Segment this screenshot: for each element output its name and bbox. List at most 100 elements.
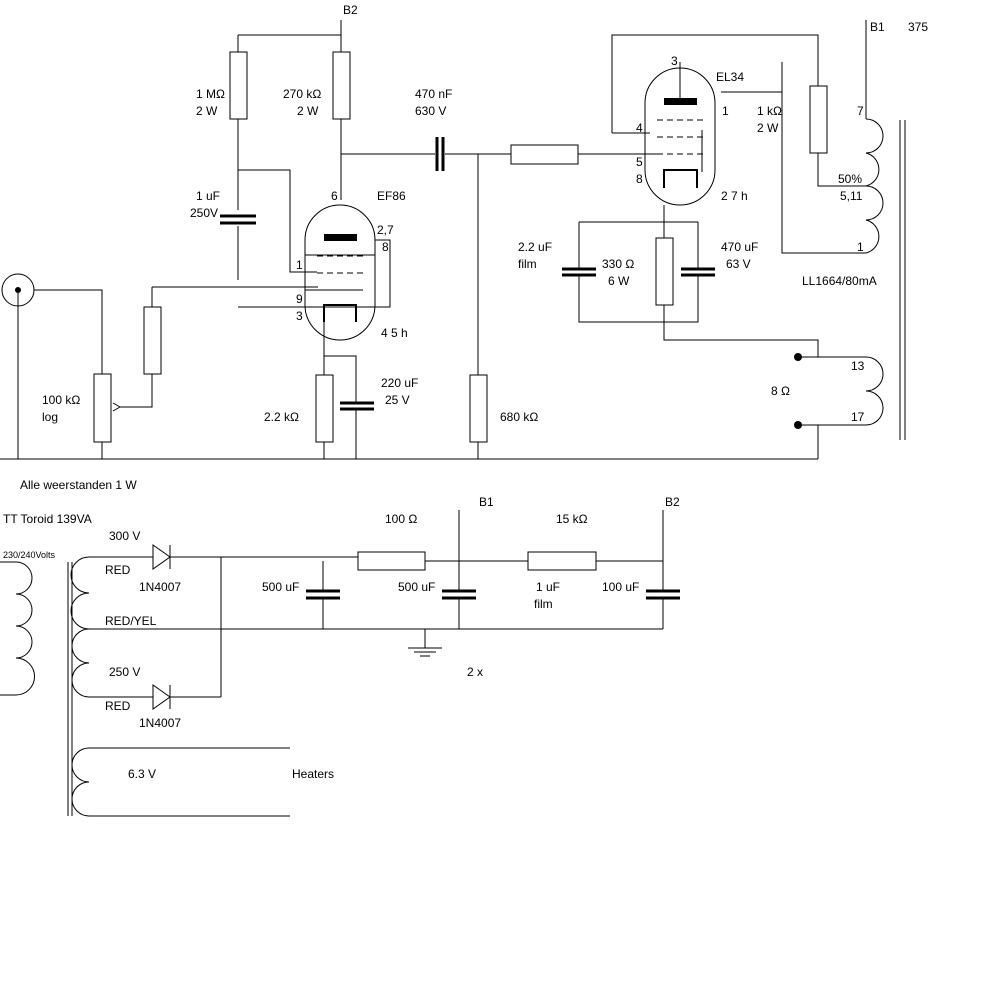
ef86-tube — [304, 204, 376, 341]
psu-sec2-lead: RED — [105, 699, 131, 713]
psu-sec2-voltage: 250 V — [109, 665, 140, 679]
resistor-1m — [229, 51, 248, 120]
psu-center-lead: RED/YEL — [105, 614, 157, 628]
psu-resistor-100 — [357, 551, 426, 571]
label-pot-value: 100 kΩ — [42, 393, 80, 407]
resistor-680k — [469, 374, 488, 443]
power-transformer — [0, 556, 90, 817]
label-2k2: 2.2 kΩ — [264, 410, 299, 424]
ef86-heater: 4 5 h — [381, 326, 408, 340]
label-470n-voltage: 630 V — [415, 104, 446, 118]
psu-rail-b2: B2 — [665, 495, 680, 509]
resistor-270k — [332, 51, 351, 120]
cap-470n — [435, 137, 445, 171]
pot-wiper-arrow — [112, 402, 121, 412]
psu-heater-voltage: 6.3 V — [128, 767, 156, 781]
psu-transformer-name: TT Toroid 139VA — [3, 512, 92, 526]
output-transformer — [794, 118, 906, 440]
ef86-pin-3: 3 — [296, 309, 303, 323]
label-330-power: 6 W — [608, 274, 630, 288]
label-1m-value: 1 MΩ — [196, 87, 225, 101]
label-1k-value: 1 kΩ — [757, 104, 782, 118]
ot-taps: 5,11 — [840, 189, 863, 203]
psu-components — [152, 544, 680, 710]
label-2u2-value: 2.2 uF — [518, 240, 552, 254]
diode-1 — [152, 544, 171, 570]
ot-tap-percent: 50% — [838, 172, 862, 186]
label-1u-value: 1 uF — [196, 189, 220, 203]
cap-220u — [340, 401, 374, 411]
potentiometer-100k — [93, 373, 112, 443]
cap-2u2 — [562, 267, 596, 277]
resistor-1k — [809, 85, 828, 154]
el34-pin-1: 1 — [722, 104, 729, 118]
resistor-2k2 — [315, 374, 334, 443]
amplifier-wiring — [0, 20, 867, 460]
psu-rail-b1: B1 — [479, 495, 494, 509]
psu-c3-type: film — [534, 597, 553, 611]
ot-pin-17: 17 — [851, 410, 865, 424]
resistor-2k7-input — [143, 306, 162, 375]
label-220u-value: 220 uF — [381, 376, 418, 390]
el34-tube — [644, 62, 716, 206]
label-470u-voltage: 63 V — [726, 257, 751, 271]
rail-label-b1: B1 — [870, 20, 885, 34]
psu-r2-value: 15 kΩ — [556, 512, 588, 526]
labels: B2 B1 375 1 MΩ 2 W 270 kΩ 2 W 470 nF 630… — [3, 3, 928, 781]
ef86-name: EF86 — [377, 189, 406, 203]
psu-c3-value: 1 uF — [536, 580, 560, 594]
input-jack[interactable] — [1, 273, 35, 307]
cap-1u — [220, 214, 256, 225]
label-680k: 680 kΩ — [500, 410, 538, 424]
ef86-pin-6: 6 — [331, 189, 338, 203]
psu-cap-c1 — [306, 589, 340, 600]
psu-resistor-15k — [527, 551, 597, 571]
psu-c2-value: 500 uF — [398, 580, 435, 594]
psu-sec1-lead: RED — [105, 563, 131, 577]
resistor-2k7-grid — [510, 144, 579, 165]
label-470u-value: 470 uF — [721, 240, 758, 254]
label-2u2-type: film — [518, 257, 537, 271]
el34-pin-5: 5 — [636, 155, 643, 169]
label-1k-power: 2 W — [757, 121, 779, 135]
ef86-pin-9: 9 — [296, 292, 303, 306]
speaker-terminal-minus — [794, 421, 802, 429]
capacitors — [220, 137, 715, 411]
el34-pin-3: 3 — [671, 54, 678, 68]
label-220u-voltage: 25 V — [385, 393, 410, 407]
psu-diode1: 1N4007 — [139, 580, 181, 594]
el34-pin-8: 8 — [636, 172, 643, 186]
resistors — [93, 51, 828, 443]
ef86-pin-1: 1 — [296, 258, 303, 272]
psu-cap-c4 — [646, 589, 680, 600]
label-1m-power: 2 W — [196, 104, 218, 118]
label-270k-power: 2 W — [297, 104, 319, 118]
diode-2 — [152, 684, 171, 710]
el34-heater: 2 7 h — [721, 189, 748, 203]
ot-pin-1: 1 — [857, 240, 864, 254]
label-pot-taper: log — [42, 410, 58, 424]
ot-pin-13: 13 — [851, 359, 865, 373]
label-470n-value: 470 nF — [415, 87, 452, 101]
psu-heaters: Heaters — [292, 767, 334, 781]
note-resistors: Alle weerstanden 1 W — [20, 478, 137, 492]
psu-sec1-voltage: 300 V — [109, 529, 140, 543]
psu-diode2: 1N4007 — [139, 716, 181, 730]
el34-name: EL34 — [716, 70, 744, 84]
label-330-value: 330 Ω — [602, 257, 634, 271]
psu-mains: 230/240Volts — [3, 550, 56, 560]
label-270k-value: 270 kΩ — [283, 87, 321, 101]
rail-label-b2: B2 — [343, 3, 358, 17]
psu-r1-value: 100 Ω — [385, 512, 417, 526]
speaker-terminal-plus — [794, 353, 802, 361]
psu-wiring — [89, 510, 664, 817]
ef86-pin-27: 2,7 — [377, 223, 394, 237]
el34-pin-4: 4 — [636, 121, 643, 135]
psu-cap-c2 — [442, 589, 476, 600]
ot-load: 8 Ω — [771, 384, 790, 398]
note-double: 2 x — [467, 665, 483, 679]
cap-470u — [681, 267, 715, 277]
psu-c1-value: 500 uF — [262, 580, 299, 594]
resistor-330 — [655, 237, 674, 306]
